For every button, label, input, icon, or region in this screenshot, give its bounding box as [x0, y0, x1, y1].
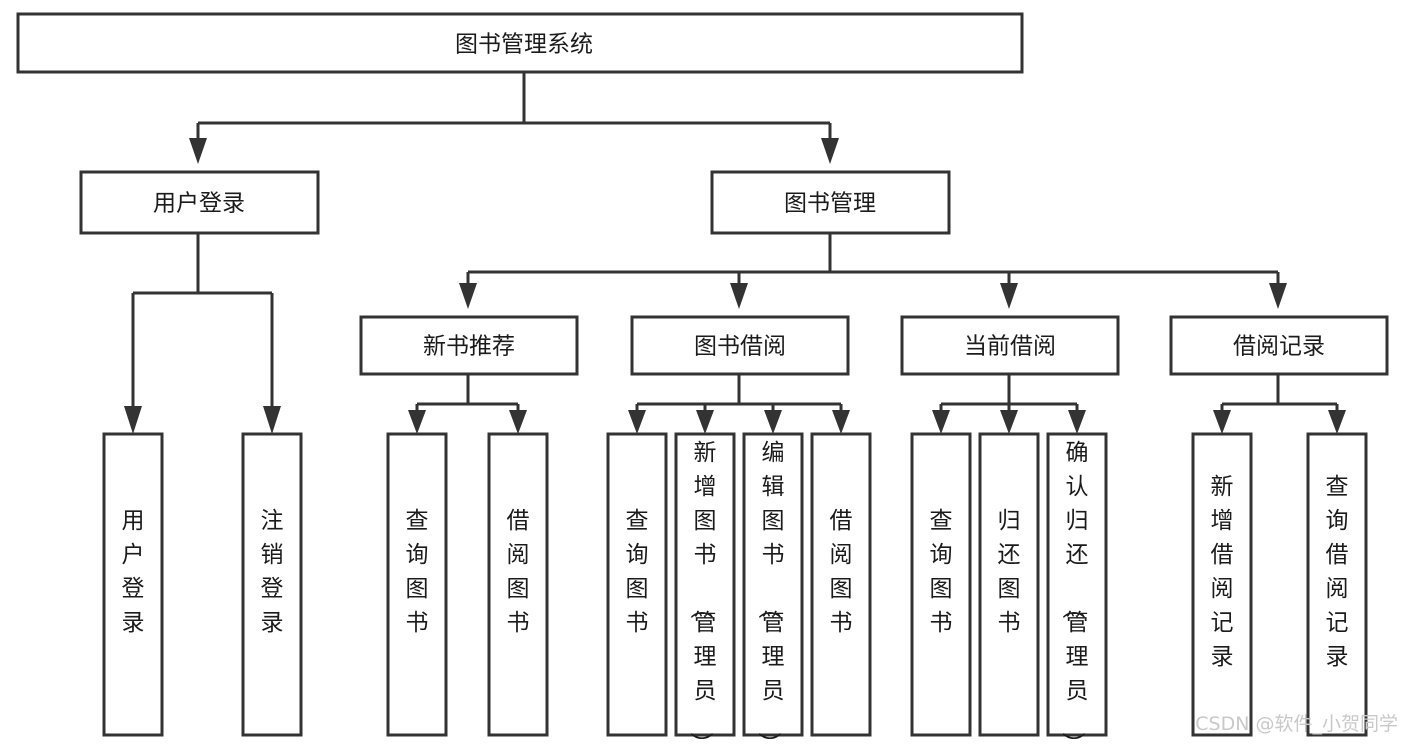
- arrow-head-current-borrow: [1000, 283, 1018, 309]
- node-leaf-confirm-return-box[interactable]: [1046, 432, 1108, 737]
- node-leaf-user-logout[interactable]: 注销登录: [241, 432, 303, 737]
- node-leaf-confirm-return[interactable]: 确认归还（管理员）: [1046, 432, 1108, 747]
- arrow-head-leaf-query-record: [1328, 410, 1346, 434]
- node-leaf-return-book-box[interactable]: [978, 432, 1040, 737]
- node-current-borrow[interactable]: 当前借阅: [900, 315, 1120, 376]
- node-book-manage-label: 图书管理: [784, 191, 876, 217]
- arrow-head-book-manage: [821, 138, 839, 164]
- node-leaf-query-book-2-label: 查询图书: [626, 508, 649, 636]
- connector-layer: [124, 72, 1346, 434]
- node-root-label: 图书管理系统: [455, 32, 593, 58]
- node-book-borrow-box[interactable]: [630, 315, 850, 376]
- arrow-head-user-login: [189, 138, 207, 164]
- node-leaf-query-book-2[interactable]: 查询图书: [606, 432, 668, 737]
- node-leaf-add-book-label: 新增图书（管理员）: [688, 440, 717, 747]
- arrow-head-leaf-return-book: [1000, 410, 1018, 434]
- arrow-head-leaf-confirm-return: [1068, 410, 1086, 434]
- arrow-head-leaf-edit-book: [764, 410, 782, 434]
- node-leaf-add-record-label: 新增借阅记录: [1211, 474, 1234, 670]
- node-leaf-query-book-2-box[interactable]: [606, 432, 668, 737]
- node-user-login[interactable]: 用户登录: [79, 170, 320, 235]
- csdn-watermark: CSDN @软件_小贺同学: [1195, 713, 1398, 735]
- node-leaf-query-book-3[interactable]: 查询图书: [910, 432, 972, 737]
- node-leaf-edit-book[interactable]: 编辑图书（管理员）: [742, 432, 804, 747]
- node-user-login-box[interactable]: [79, 170, 320, 235]
- node-leaf-add-book-box[interactable]: [674, 432, 736, 737]
- node-root[interactable]: 图书管理系统: [16, 12, 1024, 74]
- node-borrow-record[interactable]: 借阅记录: [1169, 315, 1389, 376]
- node-borrow-record-label: 借阅记录: [1233, 334, 1325, 360]
- node-leaf-add-record[interactable]: 新增借阅记录: [1191, 432, 1253, 737]
- node-leaf-return-book[interactable]: 归还图书: [978, 432, 1040, 737]
- node-leaf-query-record-box[interactable]: [1306, 432, 1368, 737]
- node-new-book-recommend-box[interactable]: [359, 315, 579, 376]
- node-leaf-query-book-1[interactable]: 查询图书: [386, 432, 448, 737]
- node-leaf-edit-book-box[interactable]: [742, 432, 804, 737]
- node-leaf-borrow-book-1-box[interactable]: [487, 432, 549, 737]
- arrow-head-leaf-add-book: [696, 410, 714, 434]
- node-leaf-query-record[interactable]: 查询借阅记录: [1306, 432, 1368, 737]
- node-book-borrow-label: 图书借阅: [694, 334, 786, 360]
- arrow-head-leaf-query-book-3: [932, 410, 950, 434]
- node-leaf-query-book-1-box[interactable]: [386, 432, 448, 737]
- arrow-head-new-book-recommend: [459, 283, 477, 309]
- node-leaf-query-book-3-label: 查询图书: [930, 508, 953, 636]
- node-leaf-borrow-book-1[interactable]: 借阅图书: [487, 432, 549, 737]
- arrow-head-leaf-add-record: [1213, 410, 1231, 434]
- arrow-head-leaf-query-book-2: [628, 410, 646, 434]
- node-leaf-user-login-box[interactable]: [102, 432, 164, 737]
- node-leaf-add-record-box[interactable]: [1191, 432, 1253, 737]
- node-leaf-add-book[interactable]: 新增图书（管理员）: [674, 432, 736, 747]
- arrow-head-leaf-borrow-book-2: [832, 410, 850, 434]
- node-book-manage[interactable]: 图书管理: [710, 170, 951, 235]
- node-leaf-borrow-book-2[interactable]: 借阅图书: [810, 432, 872, 737]
- arrow-head-book-borrow: [730, 283, 748, 309]
- arrow-head-leaf-borrow-book-1: [509, 410, 527, 434]
- arrow-head-leaf-user-login: [124, 406, 142, 434]
- node-root-box[interactable]: [16, 12, 1024, 74]
- arrow-head-borrow-record: [1269, 283, 1287, 309]
- node-new-book-recommend[interactable]: 新书推荐: [359, 315, 579, 376]
- node-new-book-recommend-label: 新书推荐: [423, 334, 515, 360]
- node-leaf-query-book-3-box[interactable]: [910, 432, 972, 737]
- node-leaf-confirm-return-label: 确认归还（管理员）: [1060, 440, 1089, 747]
- node-leaf-query-record-label: 查询借阅记录: [1326, 474, 1349, 670]
- arrow-head-leaf-query-book-1: [408, 410, 426, 434]
- node-leaf-borrow-book-1-label: 借阅图书: [507, 508, 530, 636]
- node-current-borrow-box[interactable]: [900, 315, 1120, 376]
- node-leaf-user-logout-box[interactable]: [241, 432, 303, 737]
- node-borrow-record-box[interactable]: [1169, 315, 1389, 376]
- node-current-borrow-label: 当前借阅: [964, 334, 1056, 360]
- node-leaf-query-book-1-label: 查询图书: [406, 508, 429, 636]
- node-leaf-edit-book-label: 编辑图书（管理员）: [756, 440, 785, 747]
- node-leaf-user-logout-label: 注销登录: [261, 508, 284, 636]
- node-book-manage-box[interactable]: [710, 170, 951, 235]
- node-leaf-borrow-book-2-label: 借阅图书: [830, 508, 853, 636]
- node-leaf-user-login[interactable]: 用户登录: [102, 432, 164, 737]
- arrow-head-leaf-user-logout: [263, 406, 281, 434]
- node-book-borrow[interactable]: 图书借阅: [630, 315, 850, 376]
- node-leaf-borrow-book-2-box[interactable]: [810, 432, 872, 737]
- node-user-login-label: 用户登录: [153, 191, 245, 217]
- node-leaf-user-login-label: 用户登录: [122, 508, 145, 636]
- node-leaf-return-book-label: 归还图书: [998, 508, 1021, 636]
